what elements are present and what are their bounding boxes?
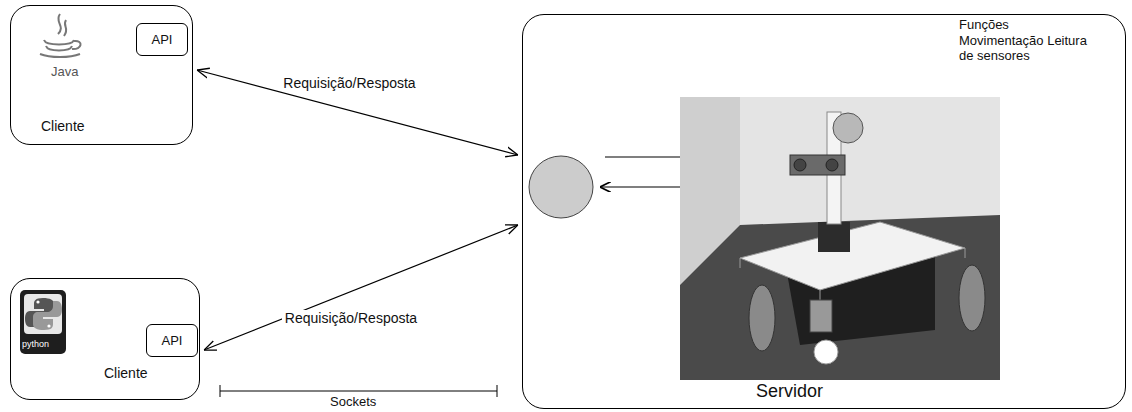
python-logo [20, 290, 66, 354]
edge-label: Requisição/Resposta [280, 75, 418, 91]
request-response-arrow [204, 225, 518, 350]
robot-render [680, 97, 1000, 380]
node-label: Cliente [41, 118, 85, 135]
edge-label: Requisição/Resposta [282, 310, 420, 326]
client-box: JavaCliente API [10, 5, 193, 145]
logo-text: python [22, 339, 49, 350]
api-box: API [136, 23, 188, 56]
node-label: Cliente [104, 365, 148, 382]
api-box: API [146, 324, 198, 357]
server-port-circle [529, 156, 593, 218]
api-label: API [152, 32, 173, 48]
dimension-label: Sockets [330, 394, 376, 409]
logo-text: Java [51, 64, 78, 80]
server-box: Funções Movimentação Leitura de sensores… [522, 14, 1126, 409]
function-list: Funções Movimentação Leitura de sensores [959, 17, 1087, 64]
api-label: API [162, 333, 183, 349]
client-box: pythonCliente API [10, 278, 200, 400]
request-response-arrow [197, 70, 518, 155]
server-label: Servidor [756, 381, 823, 403]
java-logo [40, 14, 81, 57]
